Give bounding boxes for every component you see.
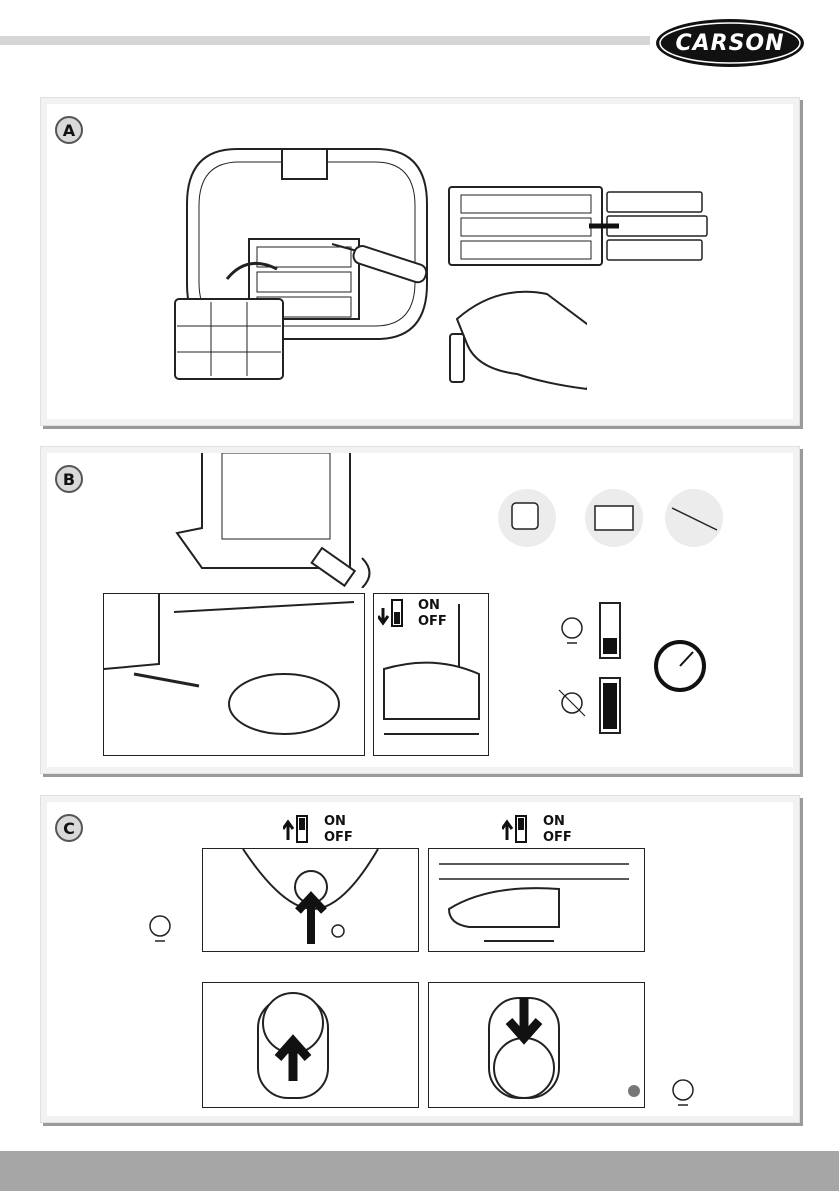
battery-holder [449, 187, 602, 265]
battery-full-icon [600, 678, 620, 733]
helicopter-charging-icon [104, 594, 364, 755]
helicopter-power-view [428, 848, 645, 952]
joystick-icon [429, 983, 644, 1107]
throttle-down-view [428, 982, 645, 1108]
power-switch-icon [502, 814, 528, 844]
throttle-up-view [202, 982, 419, 1108]
led-light-icon [139, 906, 181, 948]
switch-on-label: ON [324, 814, 346, 829]
footer-bar [0, 1151, 839, 1191]
switch-off-label: OFF [543, 830, 572, 845]
brand-name: CARSON [655, 18, 805, 68]
helicopter-icon [429, 849, 644, 951]
power-adapter-icon [498, 489, 556, 547]
brand-logo: CARSON [655, 18, 805, 68]
section-b-badge: B [55, 465, 83, 493]
usb-charging-illustration [172, 453, 392, 588]
transmitter-power-view [202, 848, 419, 952]
section-a-badge: A [55, 116, 83, 144]
charging-connection-view [103, 593, 365, 756]
joystick-icon [203, 983, 418, 1107]
power-bank-icon [585, 489, 643, 547]
section-a-panel: A [40, 97, 800, 426]
header-bar [0, 36, 650, 45]
section-b-panel: B ON [40, 446, 800, 774]
battery-charging-icon [600, 603, 620, 658]
hand-icon [450, 292, 587, 389]
section-c-badge: C [55, 814, 83, 842]
battery-insertion-diagram [447, 182, 712, 270]
battery-cover [175, 299, 283, 379]
helicopter-switch-view: ON OFF [373, 593, 489, 756]
battery-icon [607, 192, 707, 260]
led-light-icon [562, 618, 582, 643]
clock-icon [656, 642, 704, 690]
helicopter-icon [374, 594, 488, 755]
section-c-panel: C ON OFF ON OFF [40, 795, 800, 1123]
led-off-icon [559, 690, 585, 716]
led-light-icon [662, 1070, 704, 1112]
switch-on-label: ON [543, 814, 565, 829]
power-switch-icon [283, 814, 309, 844]
power-button-icon [203, 849, 418, 951]
laptop-usb-icon [665, 489, 723, 547]
charging-options-illustration [497, 478, 732, 748]
switch-off-label: OFF [324, 830, 353, 845]
